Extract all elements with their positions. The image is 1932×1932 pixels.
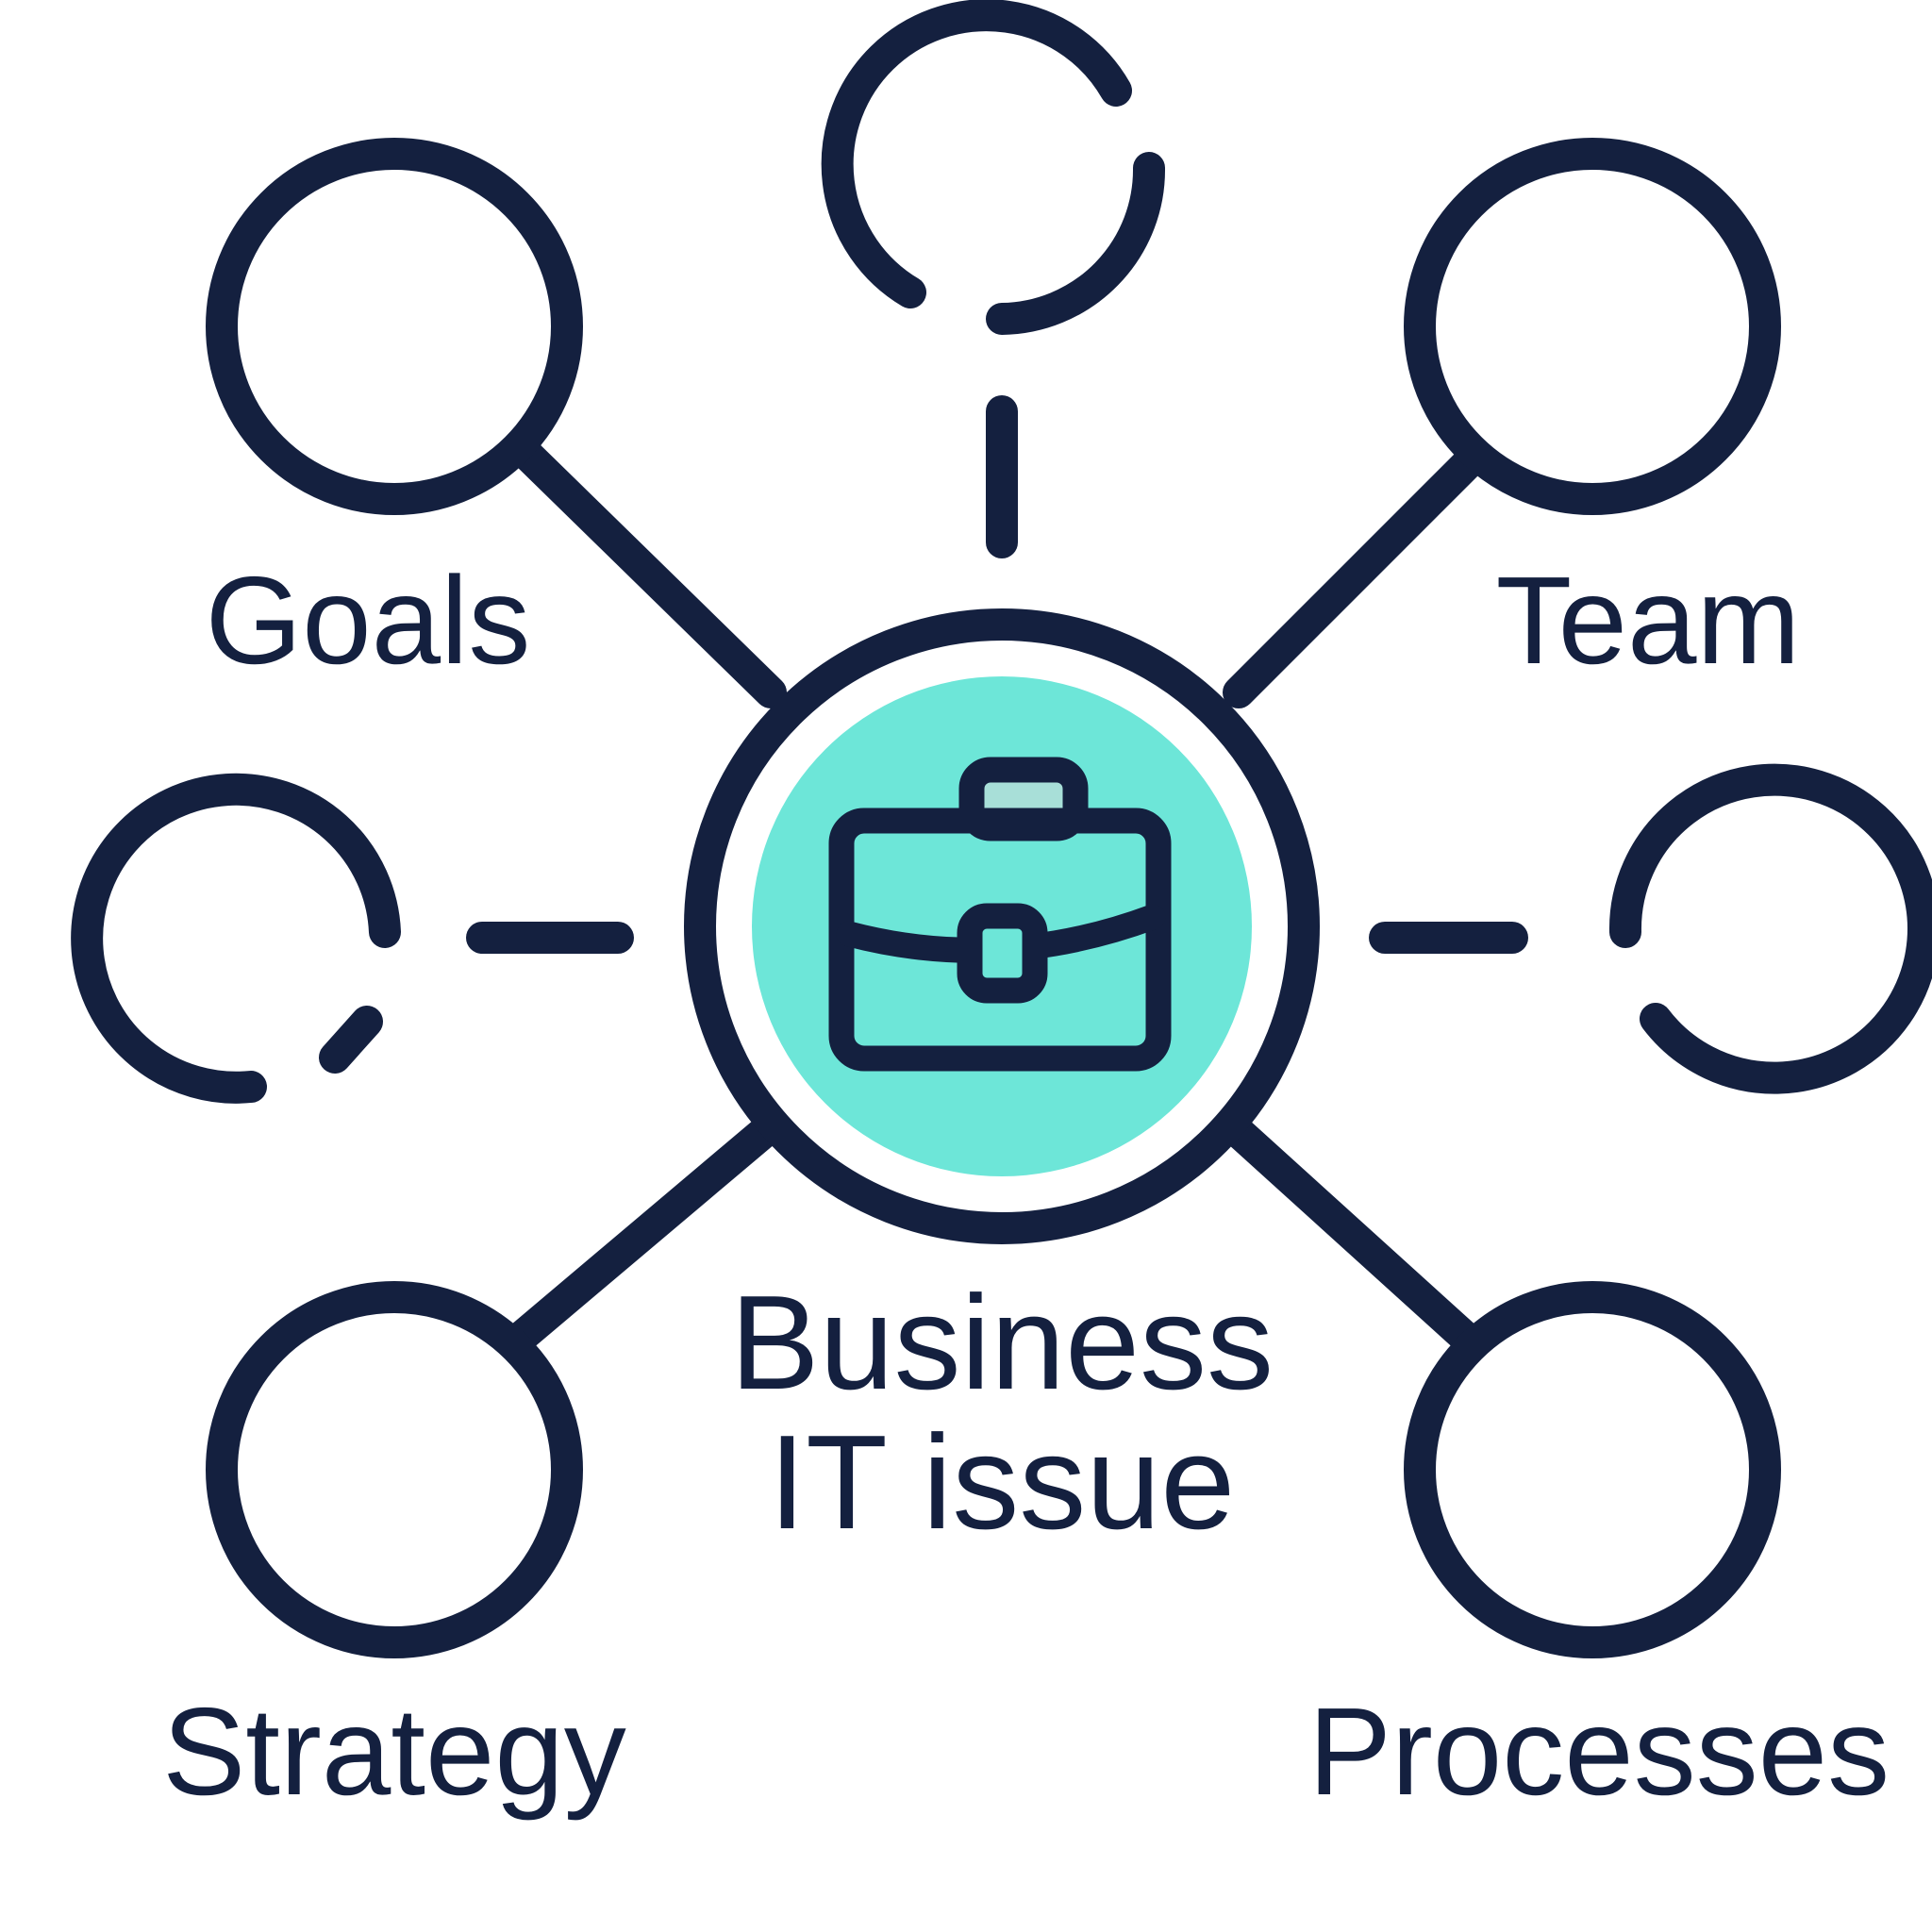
node-circle-goals [206, 138, 583, 515]
center-label-line2: IT issue [769, 1407, 1236, 1557]
node-circle-team [1404, 138, 1781, 515]
connector-processes [1223, 1116, 1484, 1356]
node-circle-left-broken [71, 773, 401, 1104]
node-label-processes: Processes [1308, 1682, 1890, 1821]
node-label-strategy: Strategy [162, 1682, 626, 1821]
node-circle-right-broken [1608, 763, 1932, 1094]
node-circle-strategy [206, 1281, 583, 1658]
node-circle-top-broken [821, 0, 1166, 335]
connector-strategy [506, 1116, 780, 1353]
connector-lines [466, 395, 1528, 1356]
connector-team [1223, 447, 1484, 708]
node-label-team: Team [1496, 551, 1801, 690]
center-outer-ring [684, 608, 1320, 1244]
center-label-line1: Business [730, 1268, 1274, 1418]
connector-goals [506, 433, 787, 708]
node-label-goals: Goals [206, 551, 531, 690]
briefcase-icon [828, 757, 1172, 1072]
node-circle-processes [1404, 1281, 1781, 1658]
